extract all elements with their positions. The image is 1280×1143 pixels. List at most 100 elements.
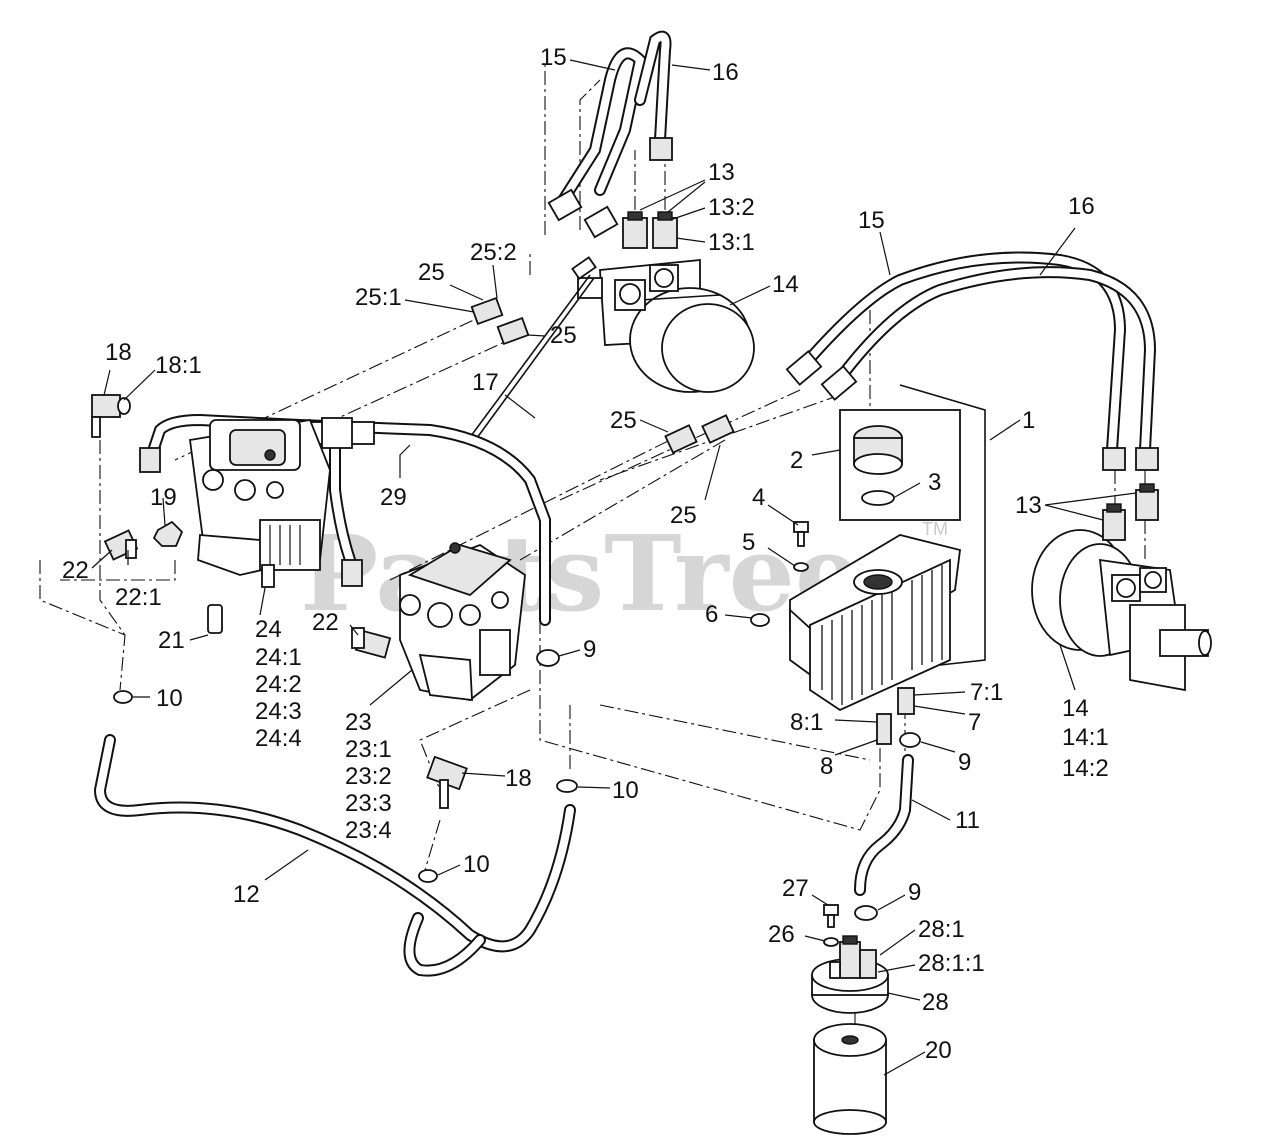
callout-14-2: 14:2 <box>1062 755 1109 782</box>
supply-tube-29 <box>139 413 551 626</box>
callout-11: 11 <box>955 807 980 834</box>
callout-8-1: 8:1 <box>790 709 823 736</box>
long-hoses-15-16-right <box>785 251 1159 471</box>
callout-23-4: 23:4 <box>345 817 392 844</box>
tie-strap-17 <box>467 256 597 443</box>
callout-5: 5 <box>742 529 755 556</box>
filter-base-28 <box>811 935 889 1014</box>
fittings-13-right <box>1102 483 1159 541</box>
nut-19 <box>152 520 184 547</box>
hydraulic-tank-1 <box>789 384 986 712</box>
elbow-fitting-22-left <box>103 529 139 561</box>
watermark-trademark: TM <box>922 519 948 539</box>
fitting-7 <box>897 687 915 715</box>
fitting-8 <box>876 713 892 745</box>
fittings-25-left <box>470 296 530 346</box>
callout-22-center: 22 <box>312 609 339 636</box>
callout-24-3: 24:3 <box>255 698 302 725</box>
callout-14-right: 14 <box>1062 695 1089 722</box>
callout-16-top: 16 <box>712 59 739 86</box>
watermark: PartsTree <box>300 512 861 635</box>
o-ring-3 <box>861 490 895 506</box>
hydro-pump-24 <box>188 418 331 588</box>
callout-24-2: 24:2 <box>255 671 302 698</box>
top-hoses-15-16 <box>547 30 673 239</box>
callout-15-right: 15 <box>858 207 885 234</box>
callout-28: 28 <box>922 989 949 1016</box>
clamp-9-tank <box>899 732 921 748</box>
callout-28-1: 28:1 <box>918 916 965 943</box>
callout-13-top: 13 <box>708 159 735 186</box>
wheel-motor-14-right <box>1031 529 1212 692</box>
washer-26 <box>823 937 839 947</box>
fittings-13-top <box>622 211 678 249</box>
callout-9-tank: 9 <box>958 749 971 776</box>
callout-23-3: 23:3 <box>345 790 392 817</box>
callout-23-1: 23:1 <box>345 736 392 763</box>
hose-11 <box>854 754 914 896</box>
callout-29: 29 <box>380 484 407 511</box>
callout-18-lower: 18 <box>505 765 532 792</box>
callout-7-1: 7:1 <box>970 679 1003 706</box>
nut-6 <box>750 613 770 627</box>
clamp-10-lower <box>418 869 438 883</box>
callout-26: 26 <box>768 921 795 948</box>
callout-20: 20 <box>925 1037 952 1064</box>
callout-17: 17 <box>472 369 499 396</box>
elbow-fitting-18-lower <box>426 755 468 809</box>
callout-22-left: 22 <box>62 557 89 584</box>
callout-1: 1 <box>1022 407 1035 434</box>
callout-14-1: 14:1 <box>1062 724 1109 751</box>
filler-cap-2 <box>853 425 903 475</box>
callout-18-1: 18:1 <box>155 352 202 379</box>
callout-25-top: 25 <box>418 259 445 286</box>
tank-fins <box>821 565 943 705</box>
callout-18-left: 18 <box>105 339 132 366</box>
clamp-9-left <box>536 649 560 667</box>
callout-19: 19 <box>150 484 177 511</box>
callout-12: 12 <box>233 881 260 908</box>
callout-23-2: 23:2 <box>345 763 392 790</box>
washer-5 <box>793 562 809 572</box>
callout-21: 21 <box>158 627 185 654</box>
callout-25-2: 25:2 <box>470 239 517 266</box>
callout-9-left: 9 <box>583 636 596 663</box>
callout-15-top: 15 <box>540 44 567 71</box>
callout-3: 3 <box>928 469 941 496</box>
callout-13-1: 13:1 <box>708 229 755 256</box>
callout-4: 4 <box>752 484 765 511</box>
callout-10-left: 10 <box>156 685 183 712</box>
bolt-27 <box>823 904 839 928</box>
callout-16-right: 16 <box>1068 193 1095 220</box>
callout-labels: 15 16 13 13:2 13:1 25:2 25 25:1 25 14 15… <box>62 44 1109 1064</box>
callout-10-lower: 10 <box>463 851 490 878</box>
wheel-motor-14-top <box>577 259 755 393</box>
callout-6: 6 <box>705 601 718 628</box>
callout-23: 23 <box>345 709 372 736</box>
leader-lines <box>91 59 1137 1076</box>
callout-8: 8 <box>820 753 833 780</box>
hose-12 <box>93 734 576 977</box>
assembly-center-lines <box>39 60 1146 1040</box>
clamp-10-left <box>113 690 133 704</box>
callout-24-1: 24:1 <box>255 644 302 671</box>
callout-27: 27 <box>782 875 809 902</box>
filter-20 <box>813 1023 887 1135</box>
callout-14-top: 14 <box>772 271 799 298</box>
callout-25-mid: 25 <box>550 322 577 349</box>
callout-13-2: 13:2 <box>708 194 755 221</box>
callout-25-1: 25:1 <box>355 284 402 311</box>
callout-10-center: 10 <box>612 777 639 804</box>
callout-9-filter: 9 <box>908 879 921 906</box>
clamp-9-filter <box>854 905 878 921</box>
callout-25-low: 25 <box>670 502 697 529</box>
callout-2: 2 <box>790 447 803 474</box>
callout-24: 24 <box>255 616 282 643</box>
elbow-fitting-22-center <box>351 627 392 659</box>
callout-13-right: 13 <box>1015 492 1042 519</box>
elbow-fitting-18-left <box>91 394 131 438</box>
clamp-10-center <box>556 779 578 793</box>
hydro-pump-23 <box>399 542 526 702</box>
callout-24-4: 24:4 <box>255 725 302 752</box>
